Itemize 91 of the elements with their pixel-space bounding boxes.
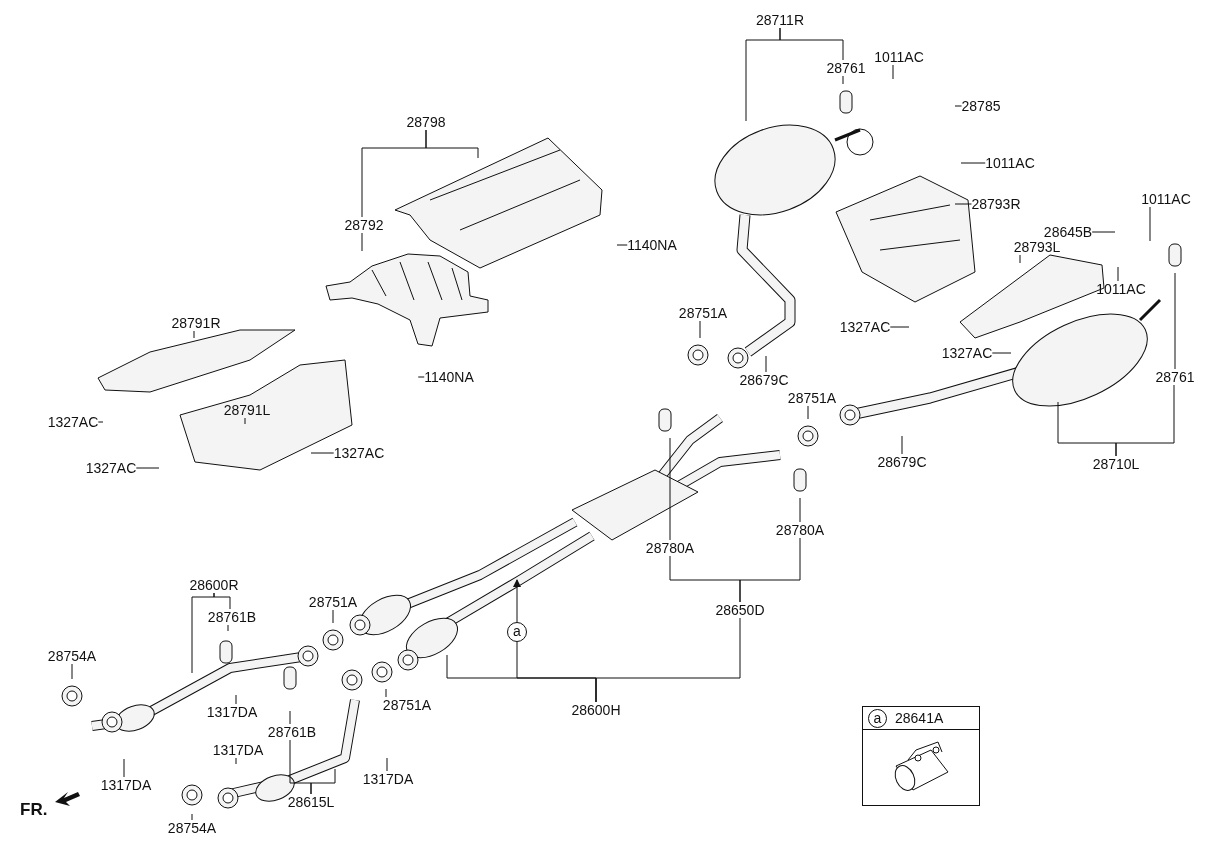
leader-line — [97, 421, 104, 423]
leader-line — [1115, 384, 1175, 457]
leader-line — [289, 710, 291, 725]
part-number: 28792 — [344, 217, 384, 233]
part-number: 28615L — [287, 794, 335, 810]
part-number: 1327AC — [839, 319, 891, 335]
part-number: 28793L — [1013, 239, 1061, 255]
leader-line — [991, 352, 1012, 354]
part-number: 1011AC — [1141, 191, 1191, 207]
part-number: 28780A — [775, 522, 825, 538]
leader-line — [699, 320, 701, 339]
leader-line — [332, 609, 334, 624]
part-number: 28761 — [826, 60, 866, 76]
part-number: 28641A — [895, 710, 944, 726]
leader-line — [954, 203, 972, 205]
leader-line — [1117, 266, 1119, 282]
part-number: 28761 — [1155, 369, 1195, 385]
part-number: 1011AC — [1096, 281, 1146, 297]
leader-line — [123, 758, 125, 778]
part-number: 1327AC — [47, 414, 99, 430]
leader-line — [213, 592, 231, 610]
leader-line — [244, 417, 246, 425]
part-number: 28710L — [1092, 456, 1140, 472]
part-number: 28600R — [189, 577, 239, 593]
leader-line — [361, 232, 363, 252]
leader-line — [669, 437, 671, 541]
leader-line — [235, 757, 237, 765]
leader-line — [235, 694, 237, 705]
leader-line — [889, 326, 910, 328]
leader-line — [385, 688, 387, 698]
leader-line — [417, 376, 425, 378]
part-number: 28645B — [1043, 224, 1093, 240]
leader-line — [960, 162, 986, 164]
leader-line — [616, 244, 628, 246]
part-number: 28780A — [645, 540, 695, 556]
inset-panel — [862, 706, 980, 806]
part-number: 28761B — [267, 724, 317, 740]
part-number: 1327AC — [941, 345, 993, 361]
part-number: 28798 — [406, 114, 446, 130]
part-number: 28679C — [739, 372, 789, 388]
part-number: 1327AC — [333, 445, 385, 461]
part-number: 28751A — [308, 594, 358, 610]
leader-line — [779, 27, 844, 61]
leader-line — [1019, 254, 1021, 264]
leader-line — [193, 330, 195, 339]
part-number: 1317DA — [100, 777, 152, 793]
part-number: 28761B — [207, 609, 257, 625]
part-number: 1327AC — [85, 460, 137, 476]
leader-line — [361, 129, 427, 218]
callout-circle: a — [507, 622, 527, 642]
part-number: 28754A — [167, 820, 217, 836]
part-number: 28679C — [877, 454, 927, 470]
part-number: 1140NA — [627, 237, 677, 253]
part-number: 28650D — [715, 602, 765, 618]
leader-line — [901, 435, 903, 455]
leader-line — [71, 663, 73, 680]
part-number: 1140NA — [424, 369, 474, 385]
leader-line — [765, 355, 767, 373]
part-number: 1011AC — [985, 155, 1035, 171]
direction-label: FR. — [20, 800, 48, 820]
part-number: 28785 — [961, 98, 1001, 114]
part-number: 28711R — [756, 12, 804, 28]
leader-line — [227, 624, 229, 632]
leader-line — [135, 467, 160, 469]
part-number: 1317DA — [362, 771, 414, 787]
part-number: 28600H — [571, 702, 621, 718]
leader-line — [892, 64, 894, 80]
leader-line — [1091, 231, 1116, 233]
leader-line — [1149, 206, 1151, 242]
leader-line — [807, 405, 809, 420]
part-number: 28793R — [971, 196, 1021, 212]
arrow — [513, 579, 521, 623]
leader-line — [310, 452, 335, 454]
leader-line — [1174, 272, 1176, 370]
leader-line — [310, 768, 336, 795]
leader-line — [191, 813, 193, 821]
part-number: 28751A — [382, 697, 432, 713]
part-number: 1317DA — [206, 704, 258, 720]
part-number: 1317DA — [212, 742, 264, 758]
leader-line — [954, 105, 963, 107]
leader-line — [842, 75, 844, 85]
part-number: 28751A — [787, 390, 837, 406]
part-number: 28754A — [47, 648, 97, 664]
leader-line — [799, 497, 801, 523]
part-number: 28751A — [678, 305, 728, 321]
leader-line — [516, 641, 597, 703]
leader-line — [739, 537, 801, 603]
part-number: 1011AC — [874, 49, 924, 65]
part-number: 28791L — [223, 402, 271, 418]
part-number: 28791R — [171, 315, 221, 331]
leader-line — [386, 757, 388, 772]
